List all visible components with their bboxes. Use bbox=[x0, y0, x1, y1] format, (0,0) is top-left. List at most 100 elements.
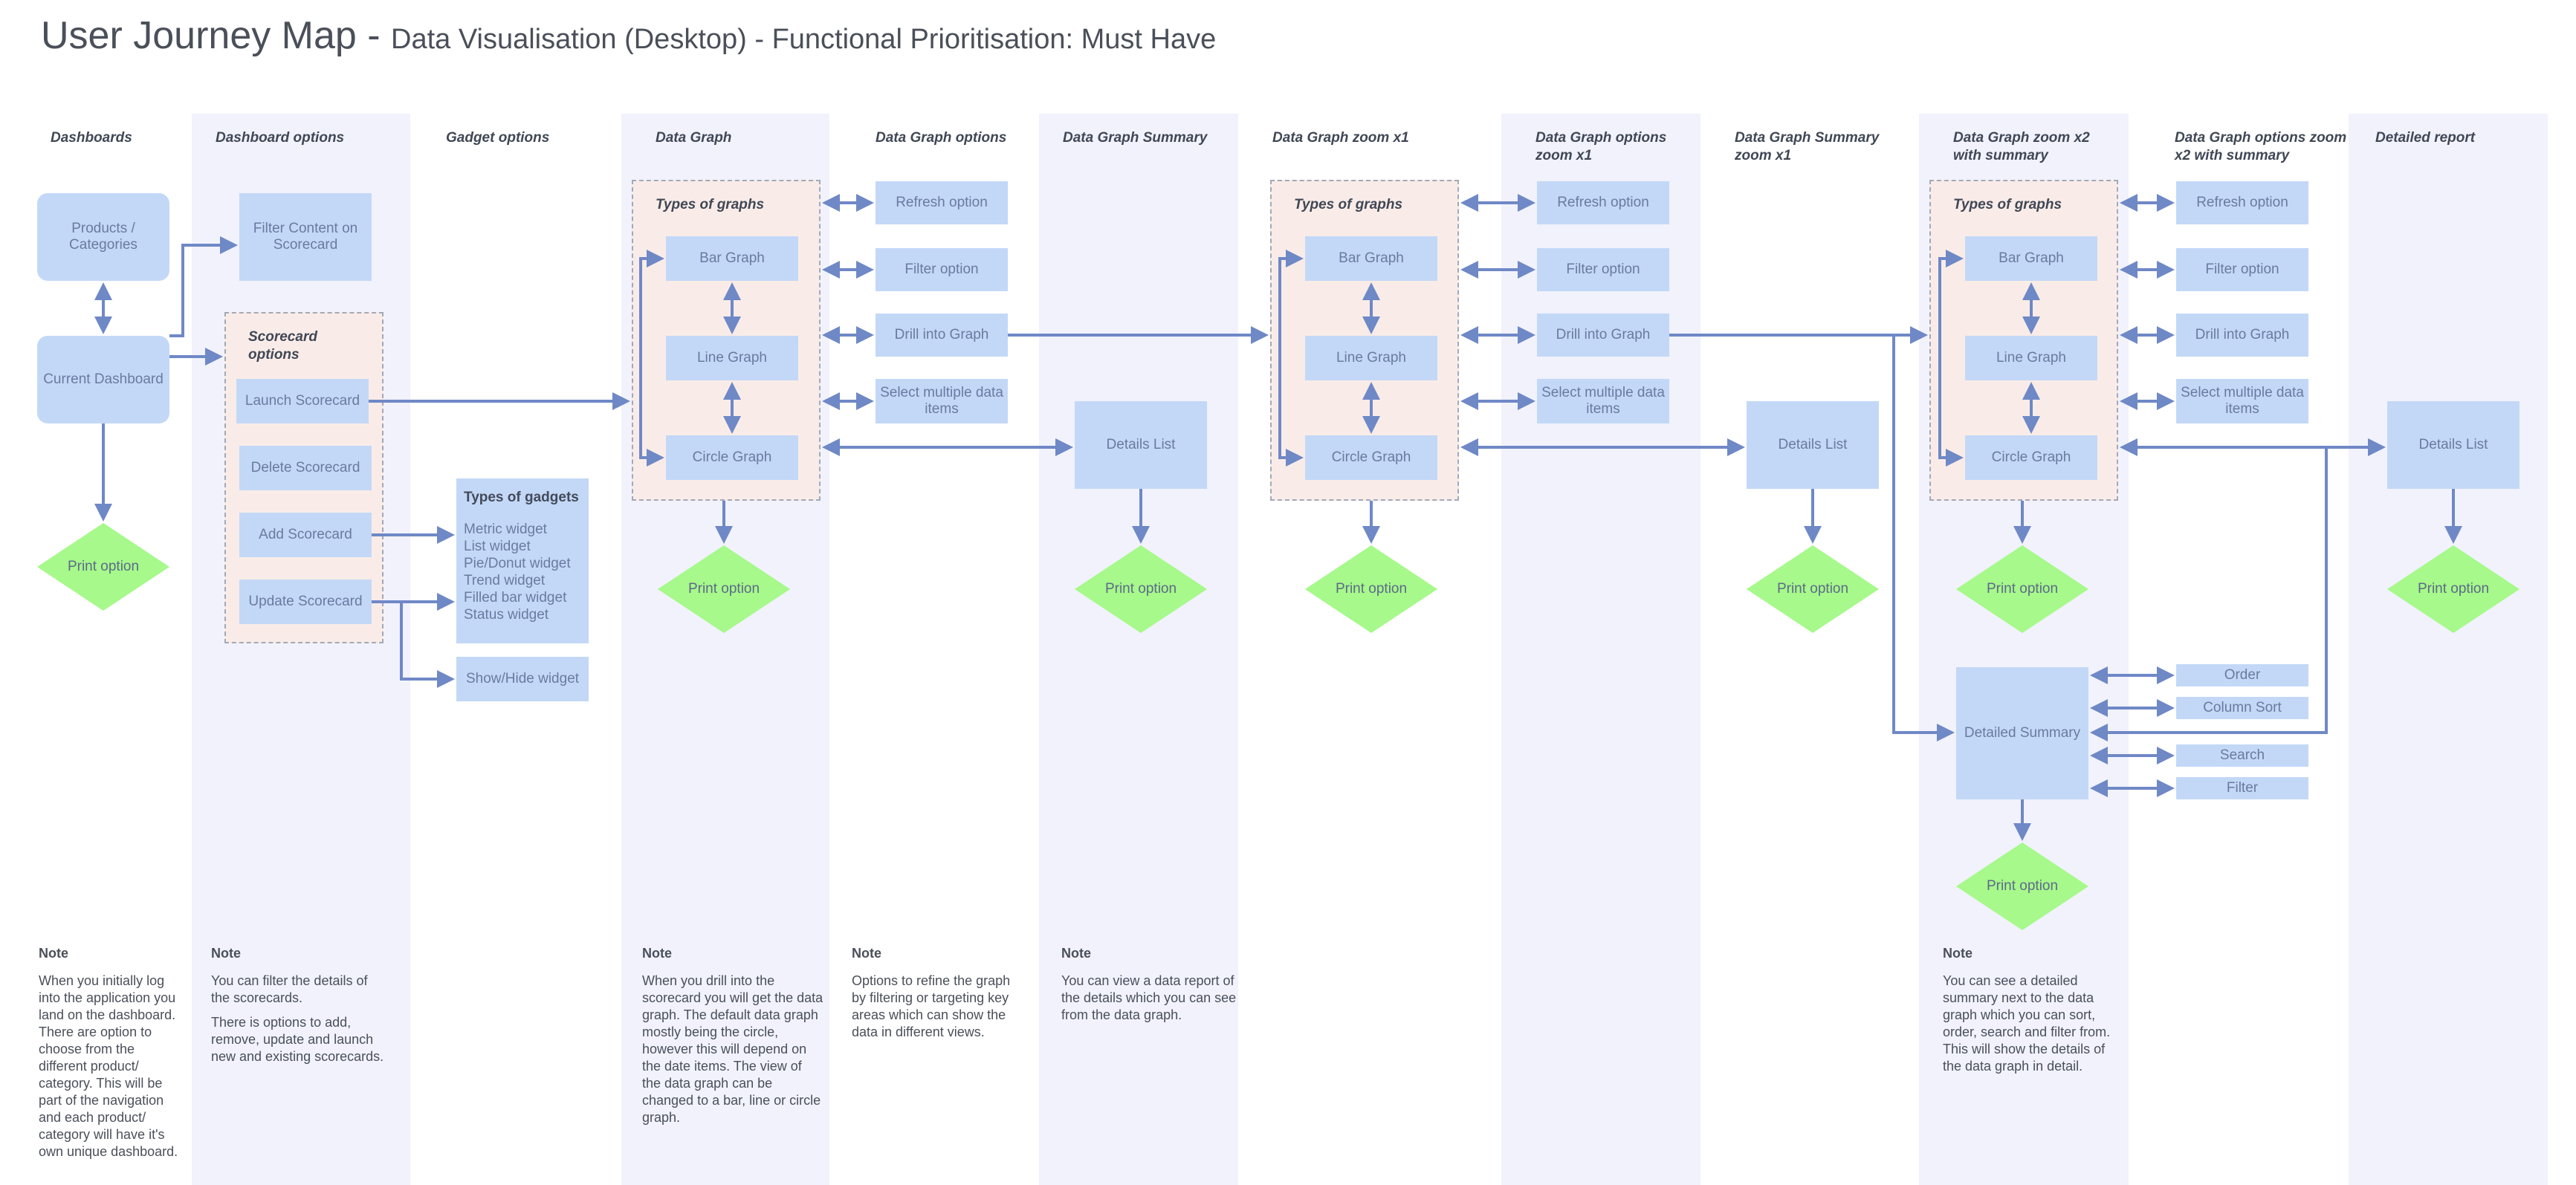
note-text: You can filter the details of the scorec… bbox=[211, 973, 368, 1005]
print-option-detailed-summary[interactable]: Print option bbox=[1956, 843, 2088, 930]
col-header-dashboards: Dashboards bbox=[51, 130, 132, 146]
diamond-shape bbox=[2387, 545, 2520, 633]
gadget-item: List widget bbox=[464, 539, 531, 554]
circle-graph-box[interactable]: Circle Graph bbox=[666, 435, 798, 480]
gadget-item: Metric widget bbox=[464, 522, 547, 537]
scorecard-options-label: Scorecard options bbox=[248, 329, 317, 363]
refresh-option-box-zoom2[interactable]: Refresh option bbox=[2176, 181, 2308, 224]
band-data-graph-summary bbox=[1039, 114, 1238, 1185]
col-header-dashboard-options: Dashboard options bbox=[216, 130, 345, 146]
bar-graph-box-zoom2[interactable]: Bar Graph bbox=[1965, 236, 2097, 281]
filter-content-scorecard-box[interactable]: Filter Content on Scorecard bbox=[239, 193, 372, 281]
col-header-gadget-options: Gadget options bbox=[446, 130, 550, 146]
note-text: There is options to add, remove, update … bbox=[211, 1015, 384, 1064]
print-option-zoom2[interactable]: Print option bbox=[1956, 545, 2088, 633]
gadget-item: Status widget bbox=[464, 607, 549, 623]
refresh-option-box-zoom1[interactable]: Refresh option bbox=[1537, 181, 1669, 224]
order-box[interactable]: Order bbox=[2176, 664, 2308, 686]
note-heading: Note bbox=[39, 946, 68, 961]
print-option-data-graph[interactable]: Print option bbox=[658, 545, 790, 633]
page-title: User Journey Map - Data Visualisation (D… bbox=[41, 13, 1216, 58]
print-option-label: Print option bbox=[1104, 581, 1177, 597]
note-zoom2: Note You can see a detailed summary next… bbox=[1943, 945, 2118, 1082]
current-dashboard-box[interactable]: Current Dashboard bbox=[37, 336, 169, 423]
column-sort-box[interactable]: Column Sort bbox=[2176, 697, 2308, 719]
launch-scorecard-box[interactable]: Launch Scorecard bbox=[236, 379, 369, 423]
products-categories-box[interactable]: Products / Categories bbox=[37, 193, 169, 281]
note-heading: Note bbox=[1061, 946, 1091, 961]
details-list-box-report[interactable]: Details List bbox=[2387, 401, 2520, 489]
print-option-dashboards[interactable]: Print option bbox=[37, 523, 169, 611]
print-option-label: Print option bbox=[687, 581, 760, 597]
select-multiple-box[interactable]: Select multiple data items bbox=[876, 379, 1008, 423]
detailed-summary-box[interactable]: Detailed Summary bbox=[1956, 667, 2088, 799]
diamond-shape bbox=[37, 523, 169, 611]
note-text: You can view a data report of the detail… bbox=[1061, 973, 1237, 1022]
types-of-gadgets-heading: Types of gadgets bbox=[464, 490, 579, 505]
print-option-label: Print option bbox=[1335, 581, 1408, 597]
filter-option-box-zoom1[interactable]: Filter option bbox=[1537, 248, 1669, 291]
print-option-zoom1[interactable]: Print option bbox=[1305, 545, 1437, 633]
note-graph-summary: Note You can view a data report of the d… bbox=[1061, 945, 1240, 1031]
update-scorecard-box[interactable]: Update Scorecard bbox=[239, 579, 372, 624]
drill-into-graph-box-zoom1[interactable]: Drill into Graph bbox=[1537, 314, 1669, 357]
note-dashboard-options: Note You can filter the details of the s… bbox=[211, 945, 386, 1073]
band-graph-options-zoom1 bbox=[1501, 114, 1700, 1185]
drill-into-graph-box-zoom2[interactable]: Drill into Graph bbox=[2176, 314, 2308, 357]
graph-types-label-2: Types of graphs bbox=[1294, 197, 1403, 212]
diamond-shape bbox=[1305, 545, 1437, 633]
gadget-item: Trend widget bbox=[464, 573, 546, 588]
col-header-graph-options-zoom1: Data Graph options zoom x1 bbox=[1535, 130, 1667, 163]
title-sub: Data Visualisation (Desktop) - Functiona… bbox=[391, 24, 1217, 55]
details-list-box-zoom1[interactable]: Details List bbox=[1747, 401, 1879, 489]
types-of-gadgets-box: Types of gadgets Metric widget List widg… bbox=[456, 478, 589, 643]
diamond-shape bbox=[658, 545, 790, 633]
col-header-graph-options-zoom2: Data Graph options zoom x2 with summary bbox=[2175, 130, 2347, 163]
note-text: Options to refine the graph by filtering… bbox=[852, 973, 1011, 1039]
select-multiple-box-zoom2[interactable]: Select multiple data items bbox=[2176, 379, 2308, 423]
select-multiple-box-zoom1[interactable]: Select multiple data items bbox=[1537, 379, 1669, 423]
col-header-summary-zoom1: Data Graph Summary zoom x1 bbox=[1735, 130, 1880, 163]
print-option-summary[interactable]: Print option bbox=[1075, 545, 1207, 633]
note-text: When you drill into the scorecard you wi… bbox=[642, 973, 823, 1125]
note-graph-options: Note Options to refine the graph by filt… bbox=[852, 945, 1027, 1048]
print-option-summary-zoom1[interactable]: Print option bbox=[1747, 545, 1879, 633]
col-header-detailed-report: Detailed report bbox=[2375, 130, 2476, 146]
search-box[interactable]: Search bbox=[2176, 744, 2308, 767]
drill-into-graph-box[interactable]: Drill into Graph bbox=[876, 314, 1008, 357]
band-detailed-report bbox=[2349, 114, 2548, 1185]
details-list-box[interactable]: Details List bbox=[1075, 401, 1207, 489]
circle-graph-box-zoom2[interactable]: Circle Graph bbox=[1965, 435, 2097, 480]
delete-scorecard-box[interactable]: Delete Scorecard bbox=[239, 446, 372, 490]
print-option-label: Print option bbox=[1986, 878, 2059, 894]
circle-graph-box-zoom1[interactable]: Circle Graph bbox=[1305, 435, 1437, 480]
note-heading: Note bbox=[852, 946, 881, 961]
line-graph-box[interactable]: Line Graph bbox=[666, 336, 798, 380]
note-heading: Note bbox=[642, 946, 672, 961]
line-graph-box-zoom1[interactable]: Line Graph bbox=[1305, 336, 1437, 380]
filter-option-box[interactable]: Filter option bbox=[876, 248, 1008, 291]
add-scorecard-box[interactable]: Add Scorecard bbox=[239, 513, 372, 557]
note-heading: Note bbox=[211, 946, 241, 961]
print-option-report[interactable]: Print option bbox=[2387, 545, 2520, 633]
col-header-data-graph-summary: Data Graph Summary bbox=[1063, 130, 1208, 146]
note-text: You can see a detailed summary next to t… bbox=[1943, 973, 2111, 1074]
bar-graph-box[interactable]: Bar Graph bbox=[666, 236, 798, 281]
col-header-zoom2: Data Graph zoom x2 with summary bbox=[1953, 130, 2090, 163]
note-data-graph: Note When you drill into the scorecard y… bbox=[642, 945, 823, 1134]
bar-graph-box-zoom1[interactable]: Bar Graph bbox=[1305, 236, 1437, 281]
show-hide-widget-box[interactable]: Show/Hide widget bbox=[456, 657, 589, 701]
diamond-shape bbox=[1747, 545, 1879, 633]
band-dashboard-options bbox=[192, 114, 410, 1185]
filter-box[interactable]: Filter bbox=[2176, 777, 2308, 799]
gadget-item: Pie/Donut widget bbox=[464, 556, 571, 571]
print-option-label: Print option bbox=[1986, 581, 2059, 597]
diamond-shape bbox=[1956, 545, 2088, 633]
filter-option-box-zoom2[interactable]: Filter option bbox=[2176, 248, 2308, 291]
col-header-data-graph-zoom1: Data Graph zoom x1 bbox=[1272, 130, 1409, 146]
line-graph-box-zoom2[interactable]: Line Graph bbox=[1965, 336, 2097, 380]
title-main: User Journey Map - bbox=[41, 14, 392, 57]
note-heading: Note bbox=[1943, 946, 1973, 961]
refresh-option-box[interactable]: Refresh option bbox=[876, 181, 1008, 224]
